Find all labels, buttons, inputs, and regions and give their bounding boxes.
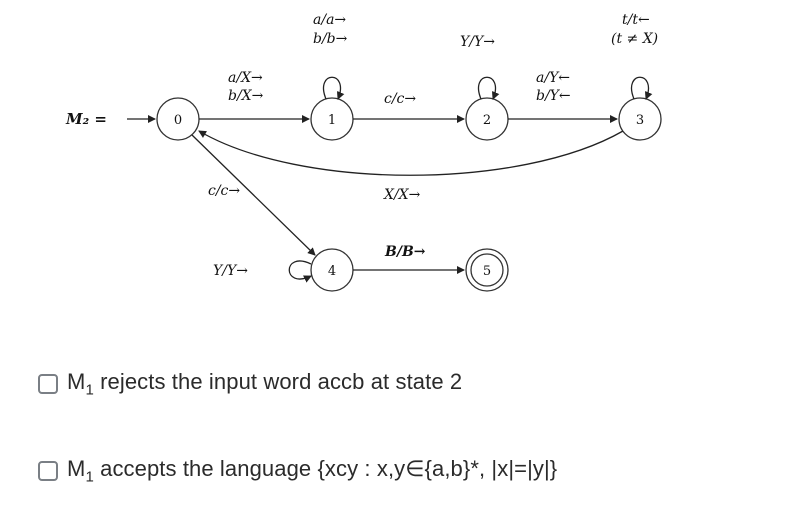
edge-2-3-label-b: b/Y← xyxy=(536,88,571,104)
edge-1-2-label: c/c→ xyxy=(384,91,416,107)
option-2-prefix: M xyxy=(67,456,86,481)
option-2-checkbox[interactable] xyxy=(38,460,58,481)
edge-2-3-label-a: a/Y← xyxy=(536,70,570,86)
option-1-text: rejects the input word accb at state 2 xyxy=(93,369,463,394)
loop-4-label: Y/Y→ xyxy=(213,263,248,279)
option-1-label: M1 rejects the input word accb at state … xyxy=(67,369,462,398)
loop-4 xyxy=(288,260,312,283)
option-1-prefix: M xyxy=(67,369,86,394)
state-0-label: 0 xyxy=(174,113,182,128)
edge-4-5-label: B/B→ xyxy=(384,244,426,260)
machine-label: M₂ = xyxy=(65,110,107,128)
option-1-checkbox[interactable] xyxy=(38,373,58,394)
loop-1-label-a: a/a→ xyxy=(313,12,346,28)
state-4: 4 xyxy=(310,248,354,292)
loop-3 xyxy=(631,76,653,100)
loop-1 xyxy=(323,76,345,100)
option-2[interactable]: M1 accepts the language {xcy : x,y∈{a,b}… xyxy=(38,456,557,485)
edge-0-1-label-b: b/X→ xyxy=(228,88,264,104)
state-1-label: 1 xyxy=(328,113,336,128)
option-2-label: M1 accepts the language {xcy : x,y∈{a,b}… xyxy=(67,456,557,485)
option-1-subscript: 1 xyxy=(85,381,94,399)
state-1: 1 xyxy=(310,97,354,141)
state-3-label: 3 xyxy=(636,113,644,128)
edge-0-1-label-a: a/X→ xyxy=(228,70,263,86)
state-2: 2 xyxy=(465,97,509,141)
state-0: 0 xyxy=(156,97,200,141)
state-5-accepting: 5 xyxy=(465,248,509,292)
state-3: 3 xyxy=(618,97,662,141)
loop-3-label-b: (t ≠ X) xyxy=(611,31,658,47)
edge-0-4 xyxy=(191,134,316,256)
loop-2 xyxy=(478,76,500,100)
state-diagram: M₂ = 0 1 2 3 4 5 a/X→ b/X→ a/a→ b/b→ c/c… xyxy=(65,12,662,292)
option-1[interactable]: M1 rejects the input word accb at state … xyxy=(38,369,462,398)
option-2-subscript: 1 xyxy=(85,468,94,486)
option-2-text: accepts the language {xcy : x,y∈{a,b}*, … xyxy=(93,456,558,481)
loop-3-label-a: t/t← xyxy=(622,12,650,28)
loop-1-label-b: b/b→ xyxy=(313,31,348,47)
edge-3-0-label: X/X→ xyxy=(383,187,421,203)
state-4-label: 4 xyxy=(328,264,336,279)
edge-0-4-label: c/c→ xyxy=(208,183,240,199)
edge-3-0 xyxy=(198,130,624,176)
state-2-label: 2 xyxy=(483,113,491,128)
loop-2-label: Y/Y→ xyxy=(460,34,495,50)
state-5-label: 5 xyxy=(483,264,491,279)
